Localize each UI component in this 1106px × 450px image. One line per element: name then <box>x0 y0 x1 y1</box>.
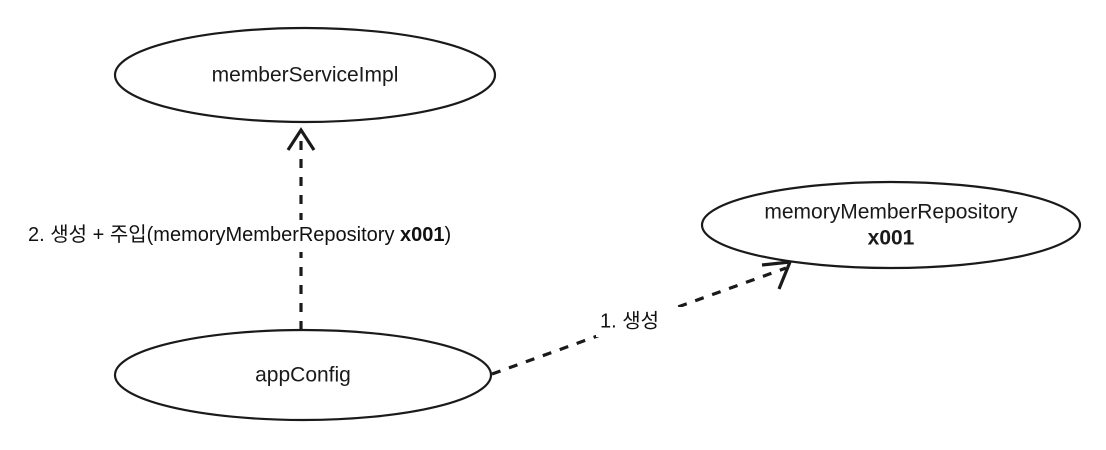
edge-create-inject-label-group: 2. 생성 + 주입(memoryMemberRepository x001) <box>22 220 532 252</box>
app-config-label: appConfig <box>255 364 351 387</box>
edge-create-inject-label-bold: x001 <box>400 224 445 246</box>
node-app-config[interactable]: appConfig <box>113 328 493 422</box>
edge-create-inject-label-text: 2. 생성 + 주입(memoryMemberRepository <box>28 223 400 246</box>
member-service-impl-label: memberServiceImpl <box>212 64 399 87</box>
edge-create-label: 1. 생성 <box>600 309 659 332</box>
app-config-ellipse[interactable] <box>113 328 493 422</box>
edge-create-line <box>491 266 787 376</box>
memory-member-repository-label-line1: memoryMemberRepository <box>764 201 1018 224</box>
memory-member-repository-ellipse[interactable] <box>700 180 1082 270</box>
edge-create-inject-label: 2. 생성 + 주입(memoryMemberRepository x001) <box>28 223 451 246</box>
node-member-service-impl[interactable]: memberServiceImpl <box>113 26 497 124</box>
edge-create-inject-label-suffix: ) <box>445 224 452 246</box>
edge-create-inject-label-backdrop <box>22 220 532 252</box>
member-service-impl-ellipse[interactable] <box>113 26 497 124</box>
node-memory-member-repository[interactable]: memoryMemberRepository x001 <box>700 180 1082 270</box>
edge-create-inject-arrowhead <box>286 127 316 151</box>
edge-create-label-backdrop <box>596 307 688 337</box>
edge-create-label-group: 1. 생성 <box>596 307 688 337</box>
memory-member-repository-label-line2: x001 <box>868 227 915 250</box>
